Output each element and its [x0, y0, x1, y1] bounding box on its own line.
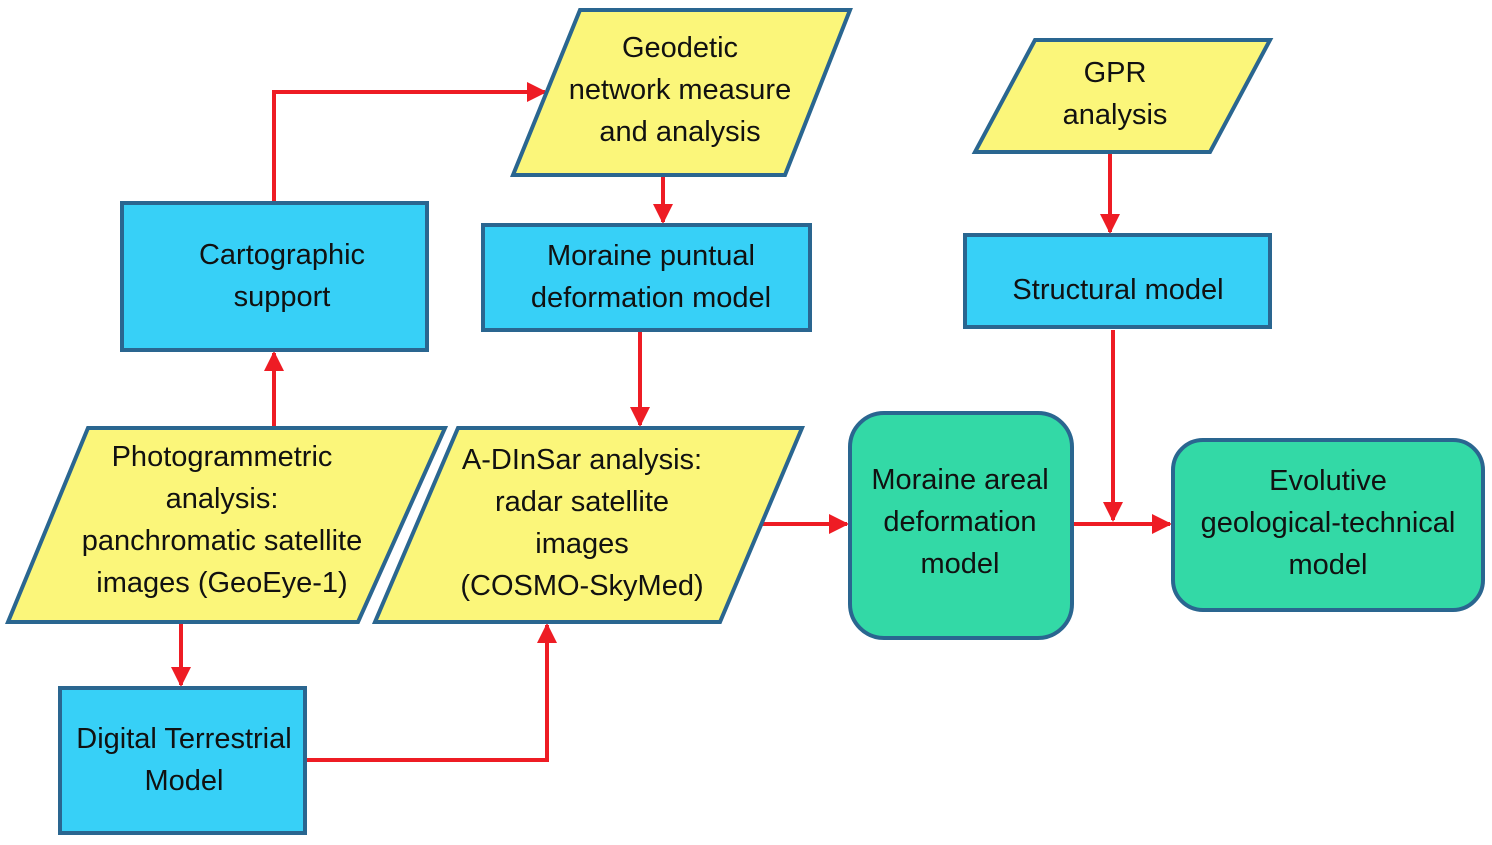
node-gpr-label-line: analysis	[1063, 99, 1168, 131]
node-photogrammetric-label-line: Photogrammetric	[112, 441, 333, 473]
node-evolutive-label: Evolutive geological-technical model	[1201, 465, 1456, 581]
node-cartographic-label-line: support	[234, 281, 331, 313]
node-moraine-areal-label-line: deformation	[883, 506, 1036, 538]
arrow-cartographic-to-geodetic	[272, 82, 547, 203]
node-adinsar-label: A-DInSar analysis: radar satellite images (…	[460, 444, 703, 602]
node-moraine-puntual-label-line: deformation model	[531, 282, 771, 314]
node-cartographic-label-line: Cartographic	[199, 239, 365, 271]
node-photogrammetric: Photogrammetric analysis: panchromatic sat…	[5, 426, 449, 624]
node-evolutive-label-line: geological-technical	[1201, 507, 1456, 539]
node-adinsar-label-line: radar satellite	[495, 486, 669, 518]
node-cartographic-label: Cartographic support	[199, 239, 365, 313]
node-adinsar: A-DInSar analysis: radar satellite images (…	[371, 426, 806, 624]
node-gpr: GPR analysis	[971, 38, 1274, 154]
node-gpr-label: GPR analysis	[1063, 57, 1168, 131]
node-photogrammetric-label-line: panchromatic satellite	[82, 525, 362, 557]
node-photogrammetric-label-line: analysis:	[166, 483, 279, 515]
node-moraine-areal-label: Moraine areal deformation model	[871, 464, 1048, 580]
node-geodetic-label-line: Geodetic	[622, 32, 738, 64]
edges-layer	[171, 82, 1172, 762]
node-dtm-shape	[58, 686, 307, 835]
node-evolutive-label-line: model	[1289, 549, 1368, 581]
node-gpr-shape	[971, 38, 1274, 154]
nodes-layer: Geodetic network measure and analysis GPR an…	[5, 8, 1485, 835]
node-adinsar-shape	[371, 426, 806, 624]
node-moraine-puntual-shape	[481, 223, 812, 332]
node-evolutive-label-line: Evolutive	[1269, 465, 1387, 497]
node-geodetic-label-line: and analysis	[599, 116, 760, 148]
node-photogrammetric-label-line: images (GeoEye-1)	[96, 567, 347, 599]
node-adinsar-label-line: (COSMO-SkyMed)	[460, 570, 703, 602]
node-adinsar-label-line: A-DInSar analysis:	[462, 444, 702, 476]
node-structural-label-line: Structural model	[1012, 274, 1223, 306]
node-structural: Structural model	[963, 233, 1272, 329]
node-evolutive-shape	[1171, 438, 1485, 612]
node-adinsar-label-line: images	[535, 528, 629, 560]
node-photogrammetric-label: Photogrammetric analysis: panchromatic sat…	[82, 441, 362, 599]
node-gpr-label-line: GPR	[1084, 57, 1147, 89]
node-structural-label: Structural model	[1012, 274, 1223, 306]
node-cartographic-shape	[120, 201, 429, 352]
node-geodetic: Geodetic network measure and analysis	[510, 8, 853, 177]
node-moraine-areal-label-line: Moraine areal	[871, 464, 1048, 496]
node-moraine-puntual-label: Moraine puntual deformation model	[531, 240, 771, 314]
node-dtm-label-line: Digital Terrestrial	[76, 723, 291, 755]
node-structural-shape	[963, 233, 1272, 329]
node-moraine-puntual-label-line: Moraine puntual	[547, 240, 755, 272]
node-moraine-areal: Moraine areal deformation model	[848, 411, 1074, 640]
node-dtm-label-line: Model	[145, 765, 224, 797]
node-geodetic-label: Geodetic network measure and analysis	[569, 32, 791, 148]
arrow-dtm-to-adinsar	[305, 623, 557, 762]
node-photogrammetric-shape	[5, 426, 449, 624]
node-geodetic-label-line: network measure	[569, 74, 791, 106]
node-cartographic: Cartographic support	[120, 201, 429, 352]
node-moraine-puntual: Moraine puntual deformation model	[481, 223, 812, 332]
node-moraine-areal-shape	[848, 411, 1074, 640]
node-geodetic-shape	[510, 8, 853, 177]
node-evolutive: Evolutive geological-technical model	[1171, 438, 1485, 612]
node-moraine-areal-label-line: model	[921, 548, 1000, 580]
